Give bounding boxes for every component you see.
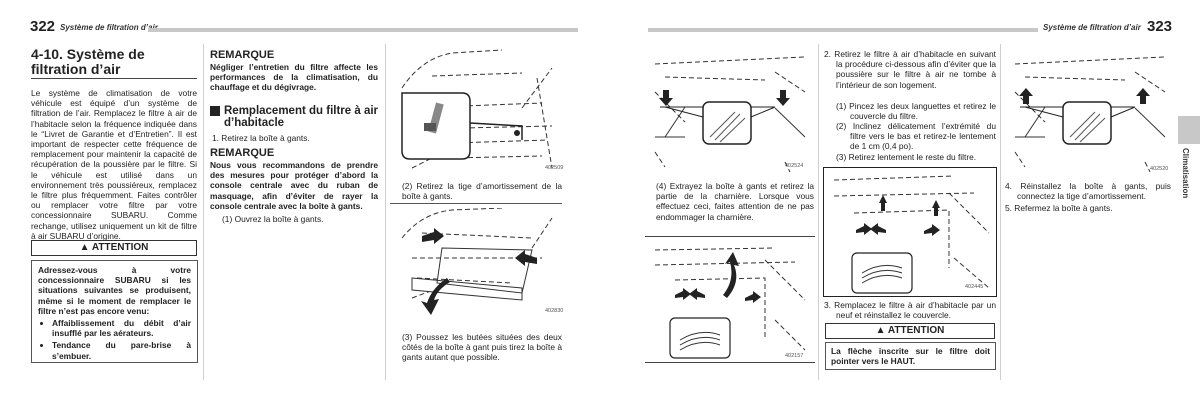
chapter-tab-label: Climatisation bbox=[1181, 148, 1190, 199]
attention-body: La flèche inscrite sur le filtre doit po… bbox=[831, 346, 990, 367]
section-rule bbox=[31, 78, 197, 79]
attention-header-right: ▲ ATTENTION bbox=[825, 323, 995, 339]
figure-rule bbox=[645, 236, 815, 237]
attention-bullet: Tendance du pare-brise à s’embuer. bbox=[52, 340, 191, 360]
subsection-title: Remplacement du filtre à air d’habitacle bbox=[224, 105, 379, 129]
step-2-2: (2) Inclinez délicatement l’extrémité du… bbox=[836, 121, 996, 152]
section-title: 4-10. Système de filtration d’air bbox=[31, 46, 145, 77]
step-4: 4. Réinstallez la boîte à gants, puis co… bbox=[1005, 181, 1171, 202]
remarque-body: Nous vous recommandons de prendre des me… bbox=[210, 160, 378, 211]
running-head-left: Système de filtration d’air bbox=[60, 23, 158, 32]
figure-code: 402520 bbox=[1150, 166, 1169, 172]
figure-code: 402830 bbox=[545, 308, 564, 314]
figure-filter-removal bbox=[823, 167, 997, 297]
column-divider bbox=[385, 44, 386, 380]
square-bullet-icon bbox=[210, 106, 220, 116]
attention-label: ATTENTION bbox=[91, 242, 149, 253]
figure-glovebox-stoppers bbox=[401, 208, 553, 315]
attention-label: ATTENTION bbox=[887, 325, 945, 336]
chapter-tab bbox=[1178, 116, 1200, 144]
figure-code: 402157 bbox=[785, 353, 804, 359]
step-1-4: (4) Extrayez la boîte à gants et retirez… bbox=[656, 181, 814, 222]
column-divider bbox=[818, 44, 819, 380]
figure-glovebox-reinstall bbox=[1014, 56, 1166, 172]
warning-triangle-icon: ▲ bbox=[875, 325, 888, 336]
figure-code: 402509 bbox=[545, 165, 564, 171]
remarque-title: REMARQUE bbox=[210, 147, 275, 159]
attention-header-left: ▲ ATTENTION bbox=[31, 240, 197, 256]
step-2-3: (3) Retirez lentement le reste du filtre… bbox=[836, 152, 977, 162]
remarque-body: Négliger l’entretien du filtre affecte l… bbox=[210, 62, 378, 93]
step-1-1: (1) Ouvrez la boîte à gants. bbox=[222, 214, 324, 224]
step-2: 2. Retirez le filtre à air d’habitacle e… bbox=[824, 49, 996, 90]
figure-hinge-removal bbox=[654, 56, 806, 172]
running-head-right: Système de filtration d’air bbox=[1043, 23, 1141, 32]
figure-damper-rod bbox=[401, 49, 553, 169]
figure-rule bbox=[390, 203, 562, 204]
step-2-1: (1) Pincez les deux languettes et retire… bbox=[836, 101, 996, 122]
step-1: 1. Retirez la boîte à gants. bbox=[212, 133, 310, 143]
column-divider bbox=[203, 44, 204, 380]
header-bar-right bbox=[648, 28, 1038, 32]
header-bar-left bbox=[148, 28, 578, 32]
figure-filter-cover bbox=[654, 247, 806, 359]
attention-body: Adressez-vous à votre concessionnaire SU… bbox=[38, 265, 191, 316]
figure-code: 402524 bbox=[785, 163, 804, 169]
step-3: 3. Remplacez le filtre à air d’habitacle… bbox=[824, 300, 996, 321]
step-1-2: (2) Retirez la tige d’amortissement de l… bbox=[402, 181, 562, 202]
warning-triangle-icon: ▲ bbox=[79, 242, 92, 253]
attention-box-left: Adressez-vous à votre concessionnaire SU… bbox=[31, 260, 198, 363]
step-1-3: (3) Poussez les butées situées des deux … bbox=[402, 332, 562, 363]
step-5: 5. Refermez la boîte à gants. bbox=[1005, 203, 1113, 213]
column-divider bbox=[1000, 44, 1001, 380]
figure-code: 402445 bbox=[965, 284, 984, 290]
page-number-right: 323 bbox=[1147, 18, 1173, 35]
attention-box-right: La flèche inscrite sur le filtre doit po… bbox=[825, 342, 996, 370]
intro-paragraph: Le système de climatisation de votre véh… bbox=[31, 88, 197, 241]
remarque-title: REMARQUE bbox=[210, 49, 275, 61]
figure-rule bbox=[645, 362, 815, 363]
page-number-left: 322 bbox=[30, 18, 56, 35]
attention-bullet: Affaiblissement du débit d’air insufflé … bbox=[52, 318, 191, 338]
